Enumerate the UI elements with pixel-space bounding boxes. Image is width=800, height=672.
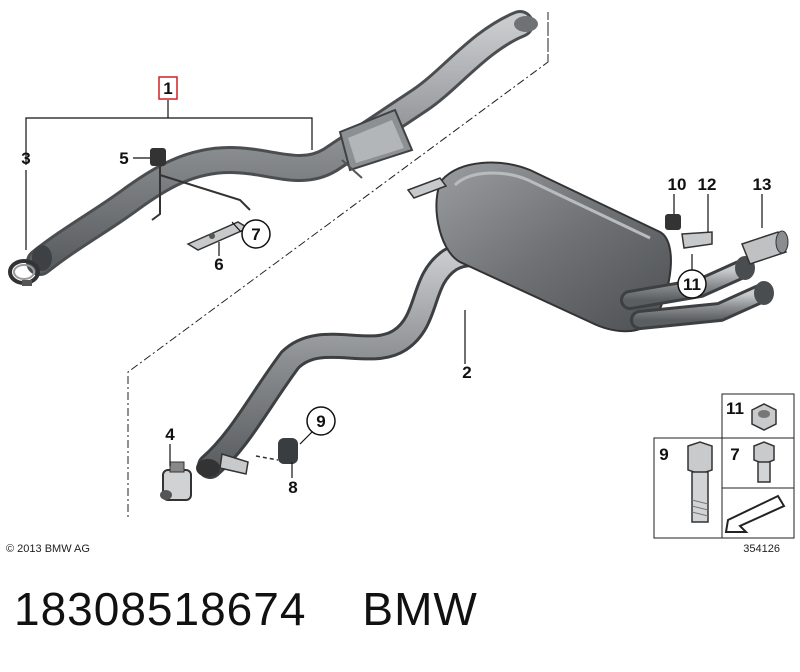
callout-10: 10 — [668, 175, 687, 194]
direction-arrow-icon — [724, 494, 786, 533]
callout-7: 7 — [251, 225, 260, 244]
screw-icon — [753, 441, 775, 483]
exhaust-parts-diagram: 1 2 3 4 5 6 7 8 9 10 11 12 13 11 9 7 © 2… — [6, 10, 795, 555]
bracket-part-12 — [681, 231, 713, 249]
callout-11-circle — [677, 269, 707, 299]
callout-6: 6 — [214, 255, 223, 274]
hex-nut-icon — [751, 403, 777, 431]
part-number: 18308518674 — [14, 583, 307, 635]
bracket-part-6 — [186, 221, 250, 251]
brand-name: BMW — [362, 583, 478, 635]
clamp-part-3 — [8, 259, 40, 286]
legend-nut-label: 11 — [726, 399, 744, 418]
legend-bolt-label: 9 — [659, 445, 668, 464]
callout-9: 9 — [316, 412, 325, 431]
callout-1: 1 — [163, 79, 172, 98]
callout-2: 2 — [462, 363, 471, 382]
rubber-mount-part-5 — [150, 148, 251, 221]
callout-4: 4 — [165, 425, 175, 444]
part-caption: 18308518674 BMW — [14, 582, 478, 636]
bolt-icon — [687, 441, 713, 523]
callout-7-circle — [241, 219, 271, 249]
callout-9-circle — [306, 406, 336, 436]
copyright: © 2013 BMW AG — [6, 543, 90, 555]
rubber-mount-part-10 — [665, 214, 681, 230]
assembly-boundary — [127, 12, 549, 520]
callout-13: 13 — [753, 175, 772, 194]
callout-3: 3 — [21, 149, 30, 168]
catalytic-converter — [338, 108, 414, 179]
callout-5: 5 — [119, 149, 128, 168]
tailpipe-sleeve-part-13 — [741, 230, 789, 265]
image-number: 354126 — [743, 543, 780, 555]
clamp-part-4 — [160, 461, 192, 501]
rubber-mount-part-8 — [255, 438, 298, 464]
callout-8: 8 — [288, 478, 297, 497]
muffler-hanger — [406, 177, 448, 199]
front-pipe — [26, 10, 538, 276]
callout-12: 12 — [698, 175, 717, 194]
leader-lines — [25, 100, 763, 478]
legend-screw-label: 7 — [730, 445, 739, 464]
rear-pipe — [196, 241, 513, 479]
callout-1-box — [158, 76, 178, 100]
rear-pipe-bracket — [219, 453, 249, 475]
callout-11: 11 — [683, 275, 701, 294]
